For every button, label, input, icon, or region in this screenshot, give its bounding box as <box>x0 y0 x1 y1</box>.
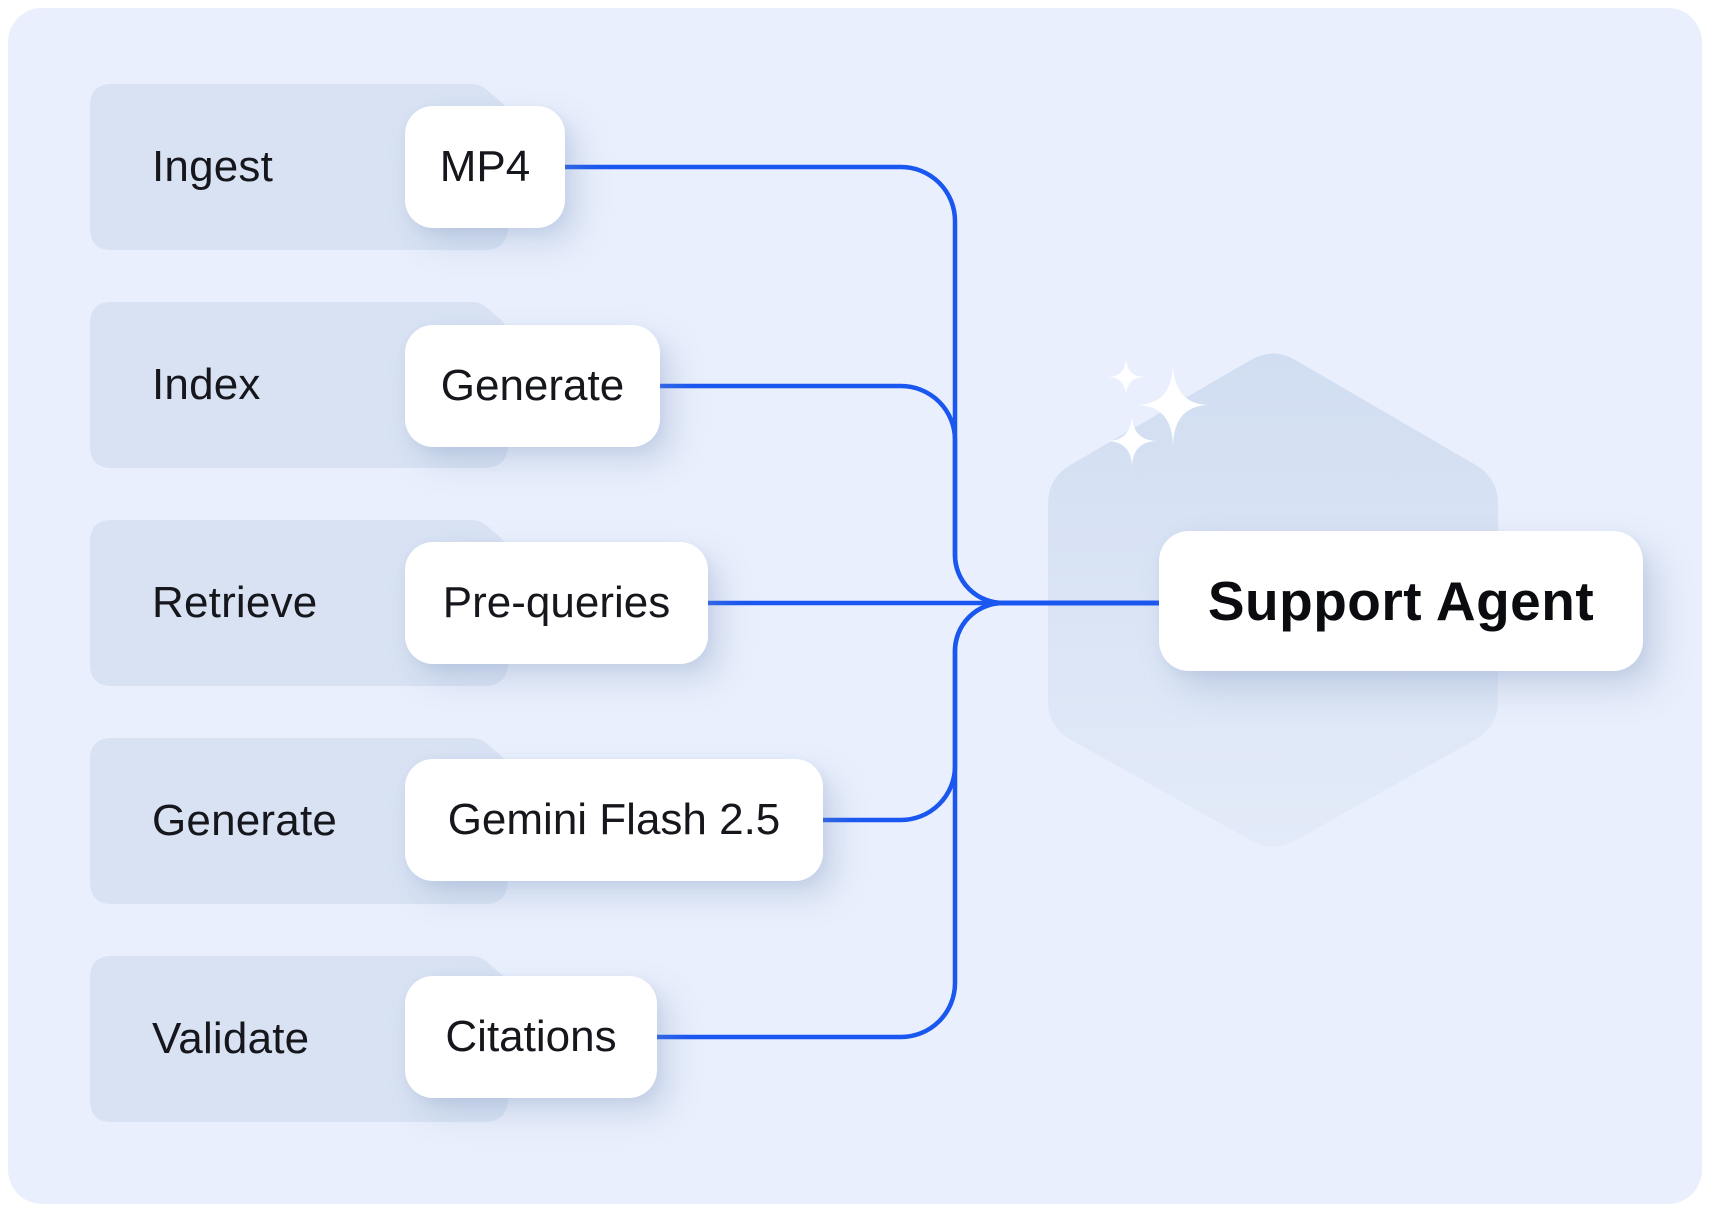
sparkle-medium-icon <box>1106 414 1158 468</box>
support-agent-node: Support Agent <box>1159 531 1643 671</box>
artifact-label: Citations <box>445 1012 617 1061</box>
artifact-box-citations: Citations <box>405 976 657 1098</box>
stage-row-shape-retrieve <box>90 520 508 686</box>
stage-label-text: Validate <box>152 1014 310 1063</box>
sparkle-small-icon <box>1107 357 1145 397</box>
artifact-label: Generate <box>440 361 625 410</box>
stage-row-index: Index <box>90 302 508 468</box>
stage-label-text: Ingest <box>152 142 274 191</box>
artifact-box-pre-queries: Pre-queries <box>405 542 708 664</box>
stage-row-validate: Validate <box>90 956 508 1122</box>
stage-row-generate: Generate <box>90 738 508 904</box>
sparkle-large-icon <box>1136 362 1210 448</box>
artifact-label: MP4 <box>439 142 531 191</box>
canvas: Ingest Index Retrieve Generate Validate … <box>8 8 1702 1204</box>
artifact-box-generate: Generate <box>405 325 660 447</box>
stage-row-shape-ingest <box>90 84 508 250</box>
stage-row-shape-validate <box>90 956 508 1122</box>
stage-row-ingest: Ingest <box>90 84 508 250</box>
artifact-label: Gemini Flash 2.5 <box>447 795 781 844</box>
stage-label-text: Index <box>152 360 261 409</box>
stage-row-retrieve: Retrieve <box>90 520 508 686</box>
diagram-stage: Ingest Index Retrieve Generate Validate … <box>8 8 1702 1204</box>
stage-row-shape-index <box>90 302 508 468</box>
connector-index <box>660 383 1160 606</box>
connector-validate <box>657 600 1160 1040</box>
sparkles-icon <box>1106 357 1210 468</box>
artifact-label: Pre-queries <box>442 578 671 627</box>
artifact-box-mp4: MP4 <box>405 106 565 228</box>
artifact-box-gemini-flash: Gemini Flash 2.5 <box>405 759 823 881</box>
stage-label-text: Generate <box>152 796 338 845</box>
stage-row-shape-generate <box>90 738 508 904</box>
stage-label-text: Retrieve <box>152 578 318 627</box>
support-agent-label: Support Agent <box>1207 570 1595 632</box>
